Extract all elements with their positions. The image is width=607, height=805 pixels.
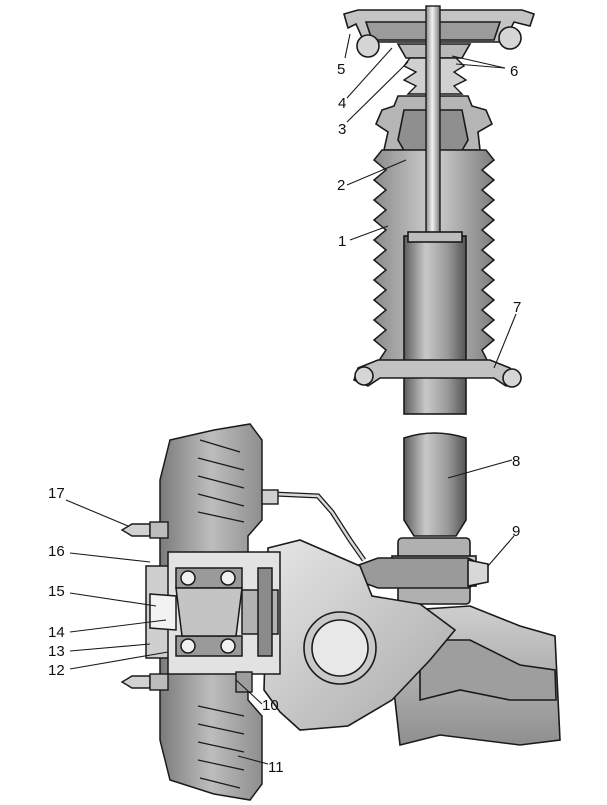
wheel-hub-assembly — [145, 551, 281, 675]
callout-4: 4 — [338, 95, 346, 112]
callout-12: 12 — [48, 662, 65, 679]
callout-8: 8 — [512, 453, 520, 470]
callout-3: 3 — [338, 121, 346, 138]
callout-5: 5 — [337, 61, 345, 78]
callout-16: 16 — [48, 543, 65, 560]
callout-10: 10 — [262, 697, 279, 714]
callout-1: 1 — [338, 233, 346, 250]
shock-absorber-tube — [403, 231, 467, 415]
trailing-arm-bracket — [263, 539, 457, 731]
callout-7: 7 — [513, 299, 521, 316]
strut-lower-tube — [403, 432, 467, 537]
callout-13: 13 — [48, 643, 65, 660]
piston-rod — [425, 5, 441, 239]
callout-15: 15 — [48, 583, 65, 600]
callout-6: 6 — [510, 63, 518, 80]
callout-11: 11 — [268, 759, 284, 776]
callout-14: 14 — [48, 624, 65, 641]
strut-clamp — [355, 537, 489, 605]
callout-17: 17 — [48, 485, 65, 502]
callout-9: 9 — [512, 523, 520, 540]
wheel-studs — [120, 489, 279, 693]
callout-labels: 5 4 3 6 2 1 7 8 9 17 16 15 14 13 12 10 1… — [48, 61, 521, 776]
leader-lines — [65, 33, 517, 765]
lower-spring-seat — [353, 359, 522, 388]
callout-2: 2 — [337, 177, 345, 194]
